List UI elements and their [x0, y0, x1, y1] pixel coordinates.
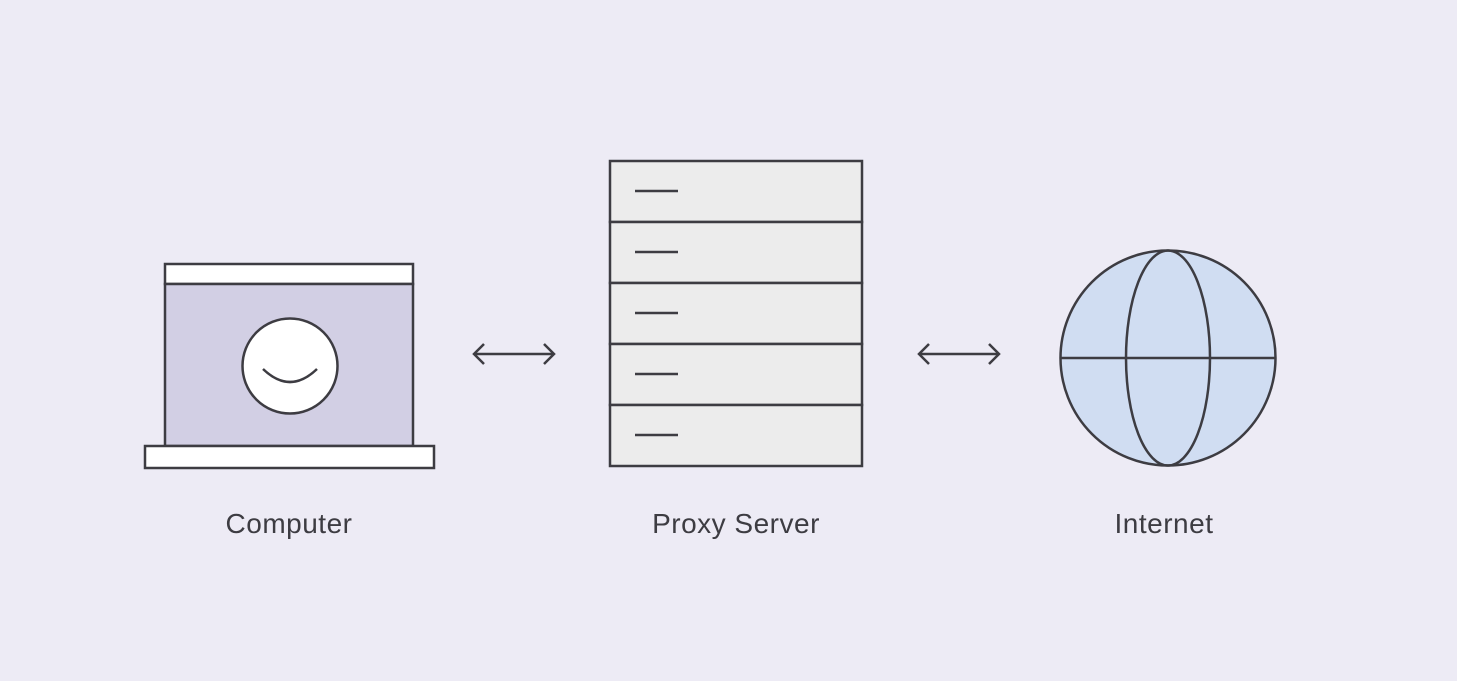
smiley-face-icon: [241, 317, 339, 415]
globe-meridian: [1124, 249, 1212, 467]
internet-label: Internet: [1114, 508, 1214, 539]
laptop-base: [143, 444, 436, 470]
globe-icon: [1059, 249, 1277, 467]
laptop-top-bezel: [163, 262, 415, 286]
server-rack-icon: [608, 159, 864, 468]
bidirectional-arrow-icon: [472, 343, 556, 365]
smile-mouth: [262, 368, 318, 384]
proxy-server-label: Proxy Server: [652, 508, 820, 539]
bidirectional-arrow-icon: [917, 343, 1001, 365]
laptop-icon: [143, 262, 436, 470]
computer-label: Computer: [225, 508, 353, 539]
server-unit-4: [608, 342, 864, 407]
